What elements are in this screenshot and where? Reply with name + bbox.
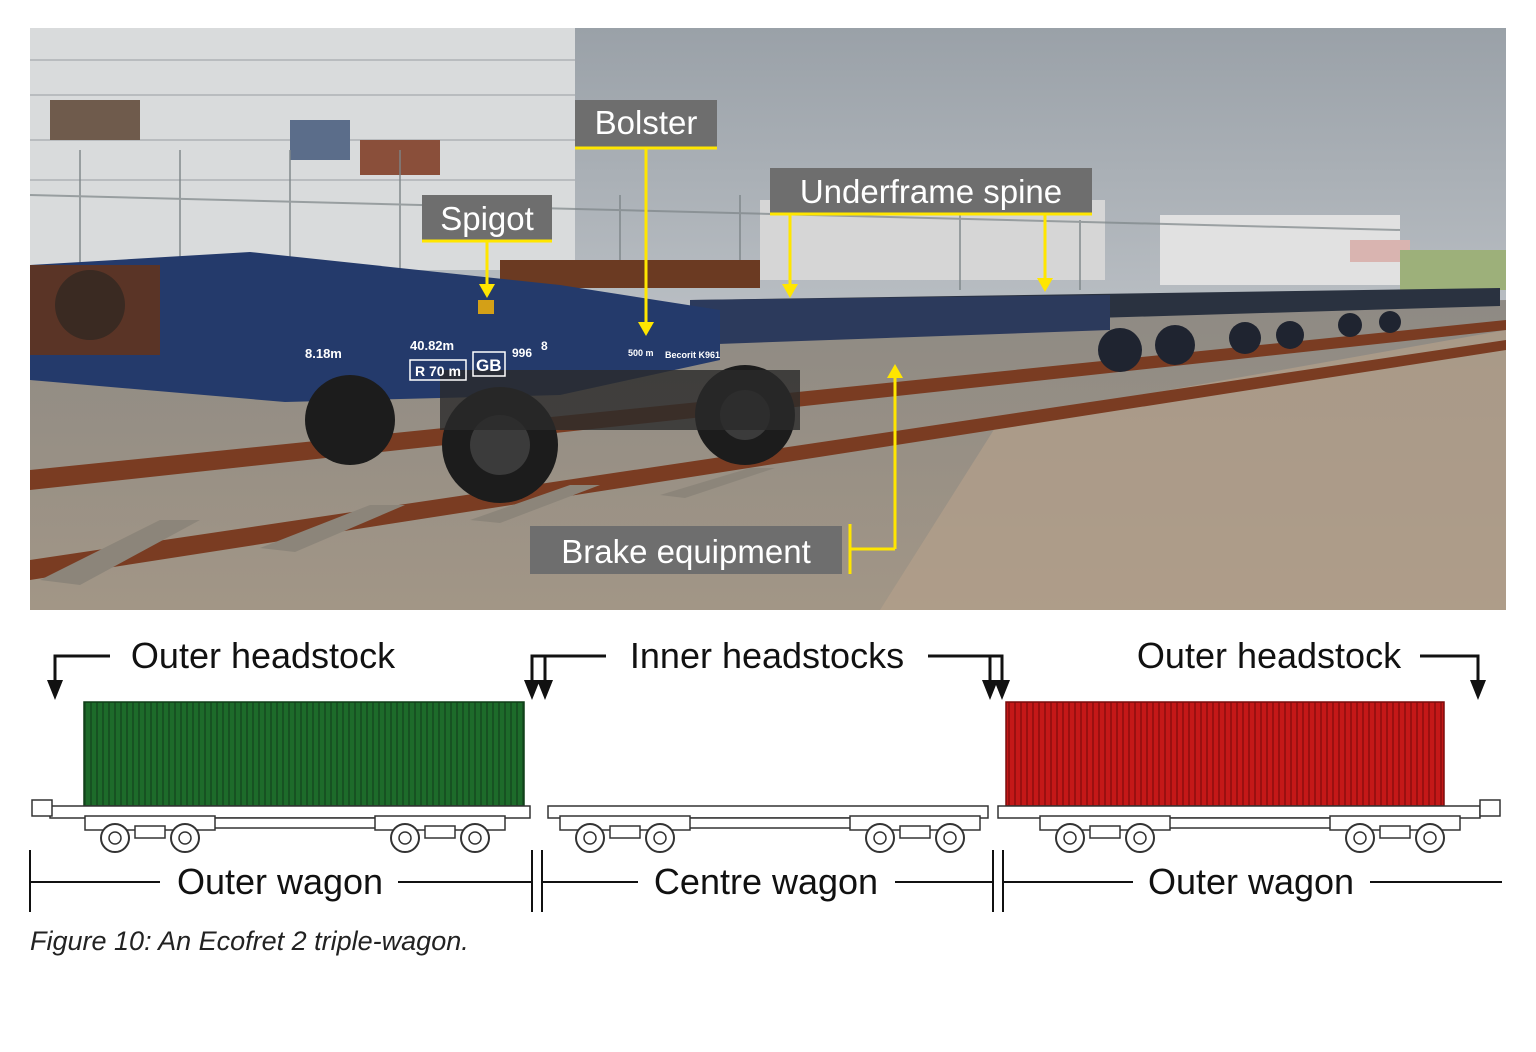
wagon-photo: 8.18m 40.82m R 70 m GB 996 8 500 m Becor… (29, 28, 1506, 610)
label-outer-wagon-right: Outer wagon (1148, 861, 1354, 902)
label-underframe-spine: Underframe spine (800, 173, 1062, 210)
red-container (1005, 701, 1445, 807)
marking-text: 500 m (628, 348, 654, 358)
marking-text: R 70 m (415, 363, 461, 379)
wagon-extent-lines (29, 850, 1502, 912)
marking-text: 8 (541, 339, 548, 353)
marking-text: Becorit K961 (665, 350, 720, 360)
label-bolster: Bolster (595, 104, 698, 141)
spigot-part (478, 300, 494, 314)
label-outer-headstock-left: Outer headstock (131, 635, 396, 676)
callout-brake-equipment: Brake equipment (530, 364, 903, 574)
label-brake-equipment: Brake equipment (561, 533, 810, 570)
callout-spigot: Spigot (422, 195, 552, 298)
marking-text: 8.18m (305, 346, 342, 361)
headstock-leaders (53, 654, 1480, 682)
wagon-frames (31, 799, 1501, 829)
underframe-spine (690, 295, 1110, 345)
callout-underframe-spine: Underframe spine (770, 168, 1092, 298)
figure-caption: Figure 10: An Ecofret 2 triple-wagon. (30, 926, 469, 956)
wagon-bogie (305, 365, 800, 503)
headstock-arrowheads (47, 680, 1486, 700)
marking-text: 996 (512, 346, 532, 360)
green-container (83, 701, 525, 807)
label-inner-headstocks: Inner headstocks (630, 635, 904, 676)
marking-text: 40.82m (410, 338, 454, 353)
marking-text: GB (476, 356, 502, 375)
callout-bolster: Bolster (575, 100, 717, 336)
label-outer-headstock-right: Outer headstock (1137, 635, 1402, 676)
triple-wagon-diagram: Outer headstock Inner headstocks Outer h… (29, 635, 1502, 912)
label-outer-wagon-left: Outer wagon (177, 861, 383, 902)
blue-wagon-body (30, 252, 720, 402)
label-centre-wagon: Centre wagon (654, 861, 878, 902)
label-spigot: Spigot (440, 200, 534, 237)
